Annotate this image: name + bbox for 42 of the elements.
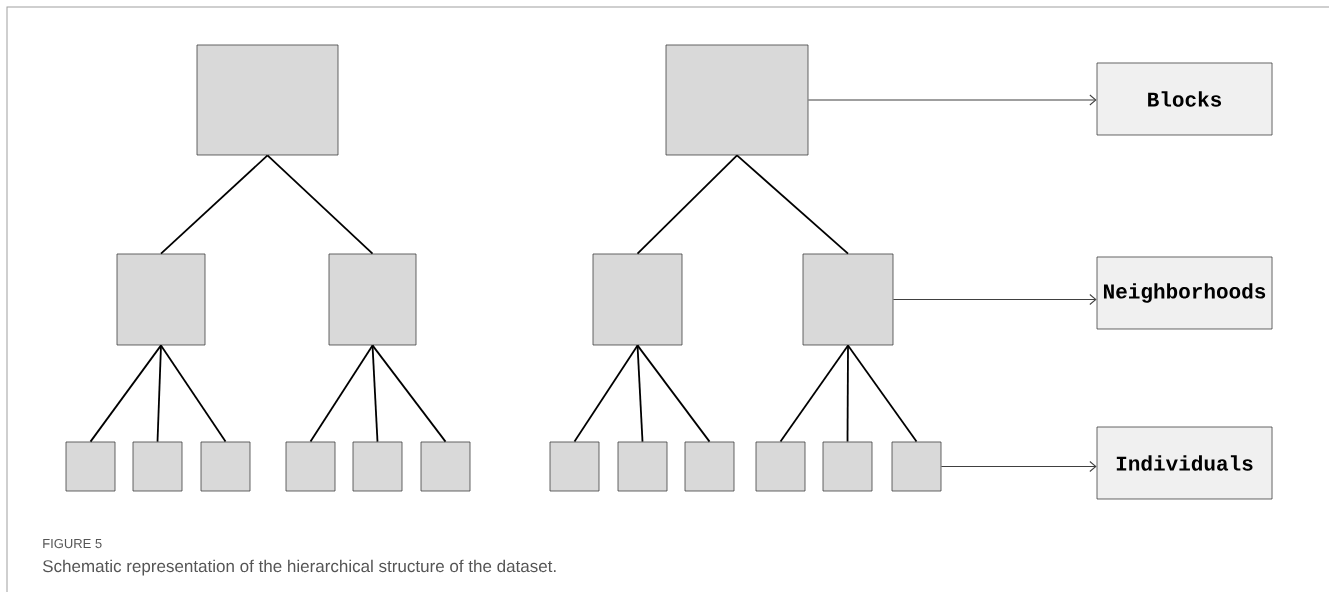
tree-box	[891, 441, 942, 492]
caption: Schematic representation of the hierarchical structure of the dataset.	[42, 559, 556, 576]
tree-line	[636, 344, 644, 443]
tree-line	[846, 344, 849, 443]
tree-box	[200, 441, 251, 492]
tree-box	[285, 441, 336, 492]
tree-box	[617, 441, 668, 492]
tree-line	[371, 344, 379, 443]
tree-line	[309, 344, 374, 443]
tree-line	[266, 154, 374, 255]
tree-box	[822, 441, 873, 492]
tree-line	[636, 154, 738, 255]
tree-box	[196, 44, 339, 156]
tree-line	[636, 344, 711, 443]
tree-line	[573, 344, 639, 443]
tree-box	[592, 253, 683, 346]
tree-box	[116, 253, 206, 346]
tree-box	[549, 441, 600, 492]
tree-box	[328, 253, 417, 346]
label-box: Blocks	[1096, 62, 1273, 136]
tree-box	[755, 441, 806, 492]
tree-line	[736, 154, 849, 255]
arrow	[807, 94, 1097, 106]
tree-box	[665, 44, 809, 156]
tree-box	[802, 253, 894, 346]
tree-line	[847, 344, 918, 443]
tree-box	[684, 441, 735, 492]
tree-line	[371, 344, 447, 443]
label-box: Individuals	[1096, 426, 1273, 500]
arrow	[892, 294, 1097, 305]
tree-box	[352, 441, 403, 492]
tree-box	[420, 441, 471, 492]
tree-line	[160, 344, 227, 443]
tree-line	[89, 344, 162, 443]
tree-line	[160, 154, 269, 255]
tree-line	[156, 344, 162, 443]
tree-box	[65, 441, 116, 492]
figure-number: FIGURE 5	[43, 538, 102, 549]
label-box: Neighborhoods	[1096, 256, 1273, 330]
tree-box	[132, 441, 183, 492]
tree-line	[779, 344, 849, 443]
arrow	[940, 461, 1097, 472]
